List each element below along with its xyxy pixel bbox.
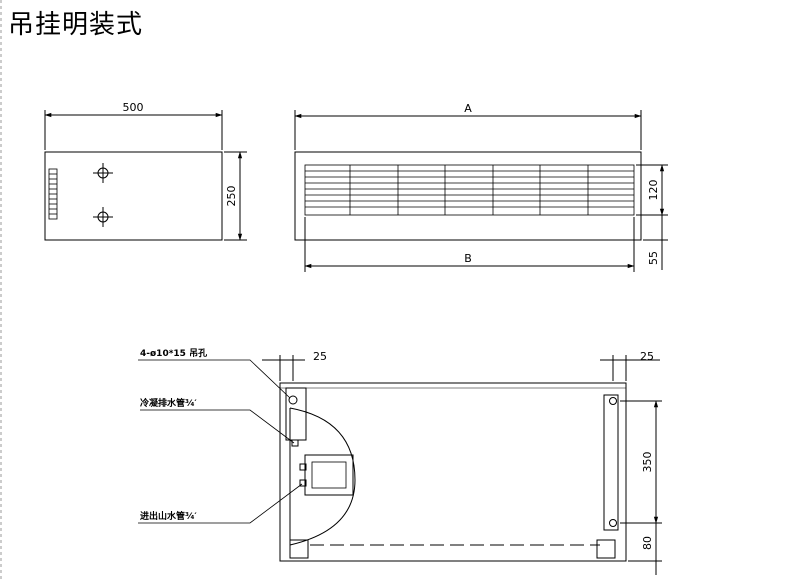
dim-width-label: 500 [123, 101, 144, 114]
front-view-vent [48, 168, 58, 220]
dim-a-label: A [464, 102, 472, 115]
label-hanging-holes: 4-ø10*15 吊孔 [140, 347, 207, 359]
label-condensate-drain: 冷凝排水管³⁄₄′ [140, 397, 197, 409]
dim-grille-label: 120 [647, 180, 660, 201]
right-mounting-bracket [603, 394, 619, 531]
dim-height-label: 250 [225, 186, 238, 207]
dim-b-label: B [464, 252, 472, 265]
plan-view-body [279, 382, 627, 562]
plan-view [138, 355, 662, 575]
side-view-body [294, 151, 642, 241]
pipe-connection-upper [93, 163, 113, 183]
pipe-box [304, 454, 354, 496]
drain-connector [291, 439, 299, 447]
front-view-body [44, 151, 223, 241]
dim-hole-spacing-label: 350 [641, 452, 654, 473]
side-view-grille [304, 164, 635, 216]
leader-inlet [138, 483, 303, 524]
dim-bottom-label: 55 [647, 251, 660, 265]
leader-drain [140, 409, 295, 444]
dim-right-offset-label: 25 [640, 350, 654, 363]
hanging-hole-left [288, 395, 298, 405]
left-mounting-bracket [285, 387, 307, 441]
page-title: 吊挂明装式 [8, 10, 144, 40]
pipe-connection-lower [93, 207, 113, 227]
pipe-cover [289, 407, 356, 546]
leader-holes [138, 359, 291, 399]
side-view [294, 110, 668, 272]
label-water-inlet-outlet: 进出山水管³⁄₄′ [140, 510, 197, 522]
front-view [44, 110, 247, 241]
dim-left-offset-label: 25 [313, 350, 327, 363]
dim-bottom-offset-label: 80 [641, 536, 654, 550]
hanging-hole-right-top [609, 397, 617, 405]
hanging-hole-right-bottom [609, 519, 617, 527]
